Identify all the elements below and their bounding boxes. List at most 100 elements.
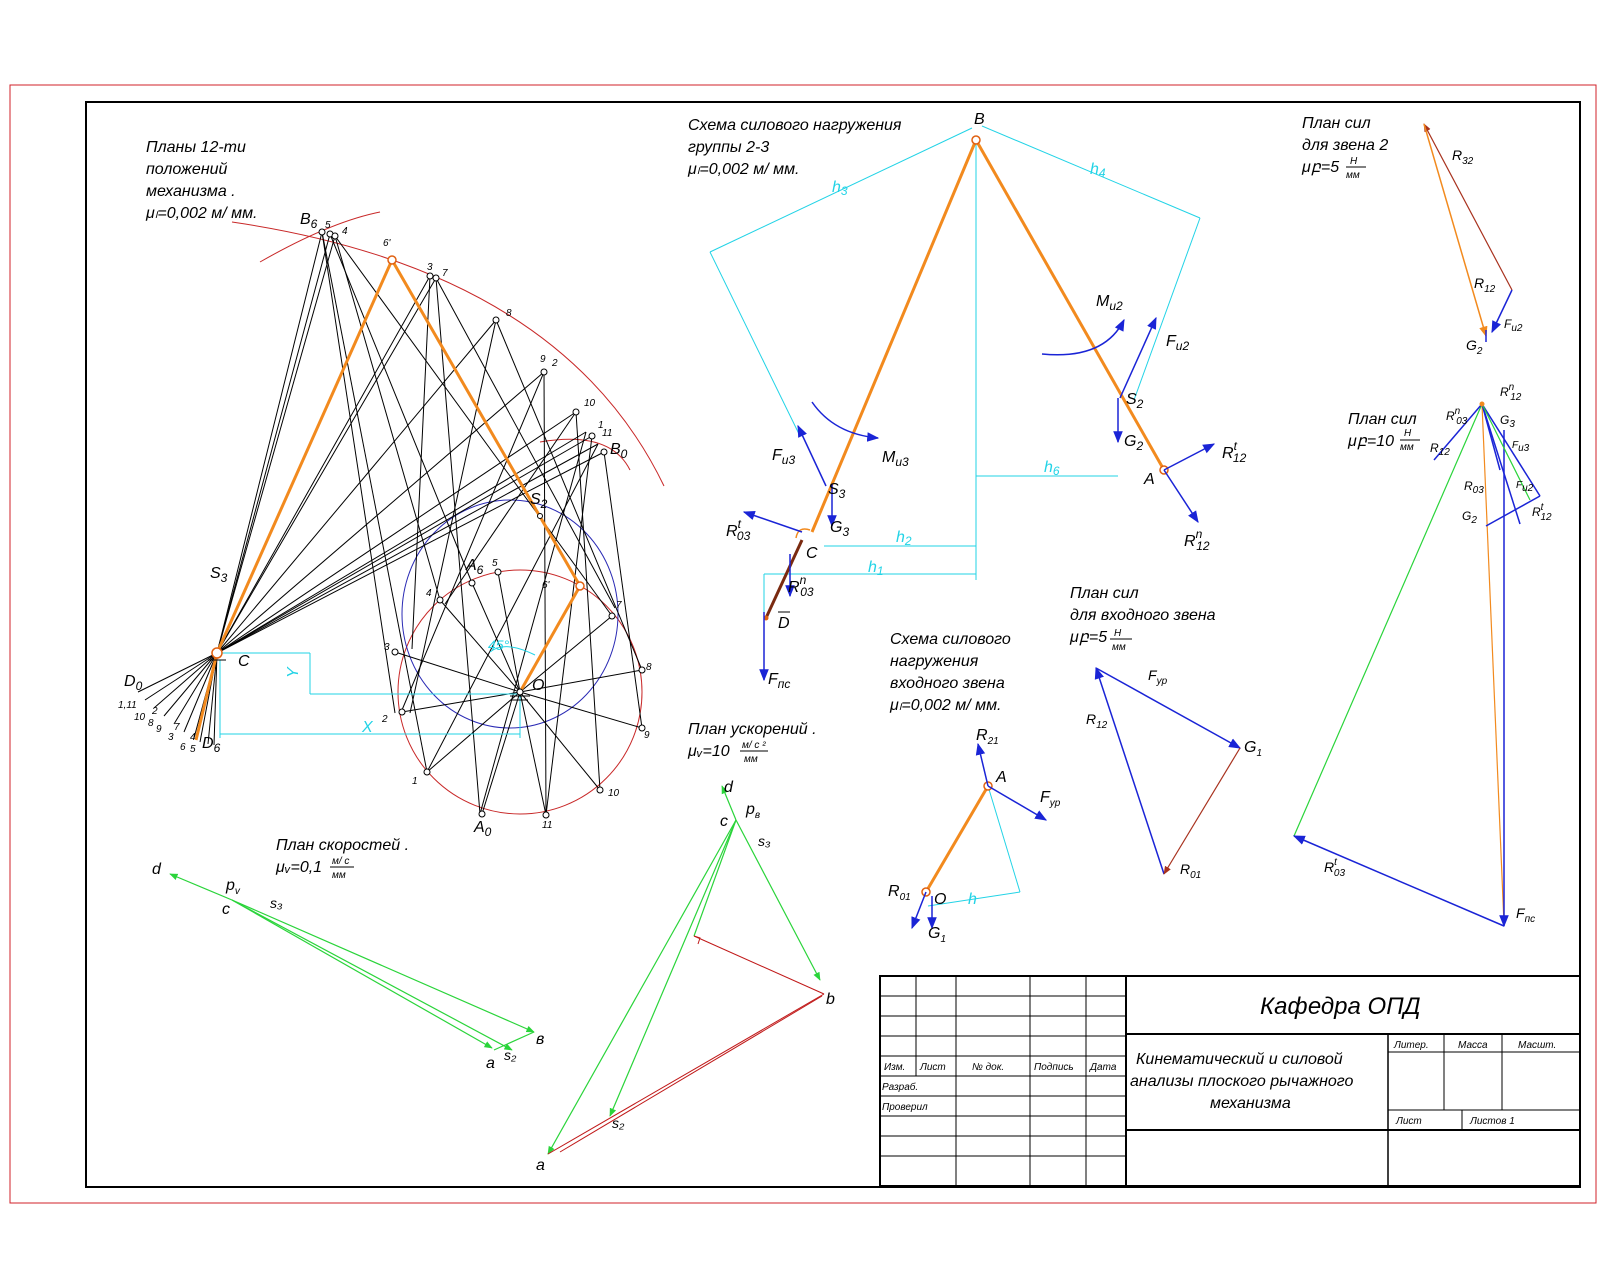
input-plan-label-fur: Fур xyxy=(1148,667,1168,687)
accel-vector-normal xyxy=(693,935,825,995)
group-plan-label-fu3: Fu3 xyxy=(1512,440,1530,454)
accel-vector-b xyxy=(735,819,821,981)
tb-row-developer: Разраб. xyxy=(882,1081,918,1093)
position-points xyxy=(211,228,646,819)
input-label-h: h xyxy=(968,891,977,908)
velocity-label-s2: s₂ xyxy=(504,1047,517,1063)
link2-plan-title-2: для звена 2 xyxy=(1302,137,1388,154)
input-plan-label-r12: R12 xyxy=(1086,711,1108,731)
group-plan-title: План сил xyxy=(1348,411,1417,428)
drawing-title-1: Кинематический и силовой xyxy=(1136,1051,1343,1068)
crank-circle xyxy=(397,569,643,815)
accel-vector-ba xyxy=(547,993,825,1155)
acceleration-plan: План ускорений . μᵥ=10 м/ с ² мм d c pв … xyxy=(536,721,835,1174)
scheme-point-b xyxy=(971,135,981,145)
d-mark: 1,11 xyxy=(118,700,137,711)
y-dimension-label: Y xyxy=(285,666,302,678)
label-b6: B6 xyxy=(300,211,318,231)
scheme-link-2 xyxy=(974,139,1166,471)
input-scheme-scale: μₗ=0,002 м/ мм. xyxy=(889,697,1002,714)
accel-plan-scale-num: м/ с ² xyxy=(742,740,766,751)
input-plan-scale-den: мм xyxy=(1112,642,1126,653)
link-2-position xyxy=(390,259,582,587)
accel-label-b: b xyxy=(826,991,835,1008)
label-fu2: Fu2 xyxy=(1166,333,1189,353)
tb-header-doc: № док. xyxy=(972,1062,1004,1073)
a-mark: 5 xyxy=(492,558,498,569)
group-plan-label-fu2: Fu2 xyxy=(1516,480,1534,494)
force-scheme-group-23: Схема силового нагружения группы 2-3 μₗ=… xyxy=(687,111,1247,691)
b-mark: 8 xyxy=(506,308,512,319)
b-mark: 5 xyxy=(325,220,331,231)
positions-plan: Планы 12-ти положений механизма . μₗ=0,0… xyxy=(118,139,665,839)
link2-plan-scale-num: Н xyxy=(1350,156,1358,167)
positions-title-1: Планы 12-ти xyxy=(146,139,246,156)
tb-header-scale: Масшт. xyxy=(1518,1040,1556,1051)
b-mark: 6' xyxy=(383,238,392,249)
xy-dimensions xyxy=(219,646,536,738)
a-mark: 7 xyxy=(616,600,622,611)
link2-plan-label-r32: R32 xyxy=(1452,147,1474,167)
group-plan-scale-den: мм xyxy=(1400,442,1414,453)
accel-label-c: c xyxy=(720,813,728,830)
right-angle-mark xyxy=(693,935,701,945)
accel-label-a: a xyxy=(536,1157,545,1174)
label-mu3: Mu3 xyxy=(882,449,909,469)
velocity-plan-scale-den: мм xyxy=(332,870,346,881)
input-label-r21: R21 xyxy=(976,727,999,747)
group-plan-pole xyxy=(1479,401,1485,407)
a-mark: 6' xyxy=(542,580,551,591)
position-lines xyxy=(216,231,643,816)
input-plan-title-1: План сил xyxy=(1070,585,1139,602)
label-d6: D6 xyxy=(202,735,221,755)
sheet-border xyxy=(9,84,1597,1204)
accel-plan-title: План ускорений . xyxy=(688,721,817,738)
drawing-title-2: анализы плоского рычажного xyxy=(1130,1073,1354,1090)
d-mark: 2 xyxy=(151,706,158,717)
d-mark: 6 xyxy=(180,742,186,753)
link2-plan-r12 xyxy=(1423,123,1488,338)
tb-sheet: Лист xyxy=(1395,1116,1422,1127)
scheme23-title-1: Схема силового нагружения xyxy=(688,117,902,134)
title-block xyxy=(879,975,1581,1187)
tb-header-list: Лист xyxy=(919,1062,946,1073)
velocity-label-s3: s₃ xyxy=(270,895,283,911)
drawing-frame xyxy=(85,101,1581,1188)
input-label-r01: R01 xyxy=(888,883,911,903)
input-scheme-dimensions xyxy=(927,785,1021,907)
velocity-plan: План скоростей . μᵥ=0,1 м/ с мм d pv c s… xyxy=(152,837,544,1072)
pivot-o-support xyxy=(510,695,530,701)
link2-plan-title-1: План сил xyxy=(1302,115,1371,132)
input-plan-scale: μբ=5 xyxy=(1069,629,1107,646)
a-mark: 3 xyxy=(384,642,390,653)
group-plan-r12t xyxy=(1481,403,1541,497)
label-d0: D0 xyxy=(124,673,143,693)
scheme-label-s2: S2 xyxy=(1126,391,1144,411)
label-h6: h6 xyxy=(1044,459,1060,478)
label-c: C xyxy=(238,653,250,670)
input-plan-fur xyxy=(1095,667,1242,749)
label-h3: h3 xyxy=(832,179,848,198)
group-plan-scale: μբ=10 xyxy=(1347,433,1394,450)
b-small-arc xyxy=(539,438,631,471)
link2-plan-label-fu2: Fu2 xyxy=(1504,317,1523,334)
scheme-label-c: C xyxy=(806,545,818,562)
positions-title-3: механизма . xyxy=(146,183,236,200)
b-mark: 11 xyxy=(602,428,612,439)
input-label-g1: G1 xyxy=(928,925,946,945)
group-plan-label-r03: R03 xyxy=(1464,479,1484,496)
accel-label-pa: pв xyxy=(745,801,760,821)
a-mark: 4 xyxy=(426,588,432,599)
group-plan-label-g3: G3 xyxy=(1500,413,1515,430)
velocity-plan-scale-num: м/ с xyxy=(332,856,349,867)
tb-header-mass: Масса xyxy=(1458,1040,1488,1051)
group-plan-green-line xyxy=(1293,403,1483,837)
velocity-label-c: c xyxy=(222,901,230,918)
label-g2: G2 xyxy=(1124,433,1143,453)
d-mark: 8 xyxy=(148,718,154,729)
